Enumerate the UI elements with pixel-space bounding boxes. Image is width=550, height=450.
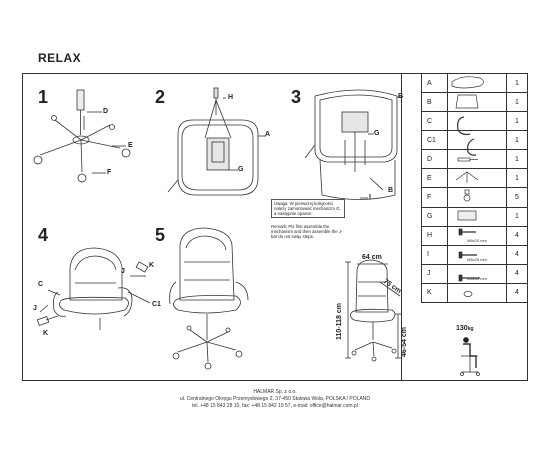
- part-image-cell: [447, 130, 507, 151]
- company-name: HALMAR Sp. z o.o.: [253, 389, 297, 395]
- part-size: M8x65 mm: [467, 276, 487, 282]
- part-code: J: [421, 263, 448, 284]
- part-code: H: [421, 225, 448, 246]
- parts-row-j: J M8x65 mm 4: [421, 263, 528, 284]
- step-2-drawing: [167, 87, 266, 196]
- label-f: F: [107, 169, 112, 176]
- part-code: K: [421, 282, 448, 304]
- company-contact: tel. +48 15 843 28 10, fax: +48 15 842 1…: [192, 403, 358, 409]
- step-3-drawing: [304, 89, 403, 200]
- part-quantity: 1: [506, 92, 528, 113]
- label-d: D: [103, 108, 109, 115]
- dimension-drawing: [345, 259, 401, 362]
- part-image-cell: M6x20 mm: [447, 225, 507, 246]
- frame-divider: [401, 73, 402, 381]
- page-title: RELAX: [38, 51, 82, 65]
- step-1-drawing: [33, 89, 131, 183]
- part-code: F: [421, 187, 448, 208]
- part-quantity: 4: [506, 263, 528, 284]
- assembly-note-en: Remark: Pls first assemble the mechanism…: [271, 224, 343, 239]
- part-image-cell: [447, 282, 507, 304]
- width-dimension: 64 cm: [362, 254, 382, 261]
- label-a: A: [265, 131, 271, 138]
- part-quantity: 4: [506, 225, 528, 246]
- parts-row-c1: C1 1: [421, 130, 528, 151]
- company-address: ul. Centralnego Okręgu Przemysłowego 2, …: [179, 396, 370, 402]
- part-code: E: [421, 168, 448, 189]
- max-load-icon: [460, 337, 480, 376]
- assembly-note-pl: Uwaga: W pierwszej kolejności należy zam…: [271, 199, 345, 218]
- part-image-cell: [447, 111, 507, 132]
- height-dimension: 110-118 cm: [336, 303, 343, 340]
- instruction-frame: [22, 73, 528, 381]
- part-code: G: [421, 206, 448, 227]
- part-image-cell: M8x65 mm: [447, 263, 507, 284]
- part-quantity: 1: [506, 111, 528, 132]
- label-c1: C1: [152, 301, 161, 308]
- part-quantity: 1: [506, 168, 528, 189]
- part-quantity: 1: [506, 206, 528, 227]
- part-image-cell: [447, 92, 507, 113]
- part-image-cell: [447, 72, 507, 94]
- label-c: C: [38, 281, 44, 288]
- step-3-number: 3: [291, 87, 302, 107]
- label-b-bottom: B: [388, 187, 394, 194]
- part-code: D: [421, 149, 448, 170]
- label-g-mechanism: G: [374, 130, 380, 137]
- label-j-bottom: J: [33, 305, 37, 312]
- parts-row-h: H M6x20 mm 4: [421, 225, 528, 246]
- part-code: C: [421, 111, 448, 132]
- part-image-cell: [447, 149, 507, 170]
- part-image-cell: [447, 187, 507, 208]
- part-code: C1: [421, 130, 448, 151]
- part-image-cell: [447, 168, 507, 189]
- step-5-drawing: [169, 227, 249, 370]
- seat-height-dimension: 46-54 cm: [401, 327, 408, 357]
- part-quantity: 1: [506, 149, 528, 170]
- label-k-bottom: K: [43, 330, 49, 337]
- label-e: E: [128, 142, 133, 149]
- part-size: M6x20 mm: [467, 238, 487, 244]
- label-k-top: K: [149, 262, 155, 269]
- step-1-number: 1: [38, 87, 49, 107]
- part-quantity: 1: [506, 72, 528, 94]
- step-4-number: 4: [38, 225, 49, 245]
- parts-row-i: I M6x25 mm 4: [421, 244, 528, 265]
- max-load-value: 130kg: [456, 325, 474, 332]
- part-quantity: 1: [506, 130, 528, 151]
- part-image-cell: M6x25 mm: [447, 244, 507, 265]
- part-image-cell: [447, 206, 507, 227]
- label-i: I: [369, 194, 371, 201]
- part-code: B: [421, 92, 448, 113]
- label-g: G: [238, 166, 244, 173]
- step-4-drawing: [36, 247, 151, 330]
- part-quantity: 5: [506, 187, 528, 208]
- step-2-number: 2: [155, 87, 166, 107]
- label-j-top: J: [121, 268, 125, 275]
- label-h: H: [228, 94, 234, 101]
- part-quantity: 4: [506, 244, 528, 265]
- label-b-top: B: [398, 93, 404, 100]
- part-code: I: [421, 244, 448, 265]
- step-5-number: 5: [155, 225, 166, 245]
- part-quantity: 4: [506, 282, 528, 304]
- part-size: M6x25 mm: [467, 257, 487, 263]
- part-code: A: [421, 72, 448, 94]
